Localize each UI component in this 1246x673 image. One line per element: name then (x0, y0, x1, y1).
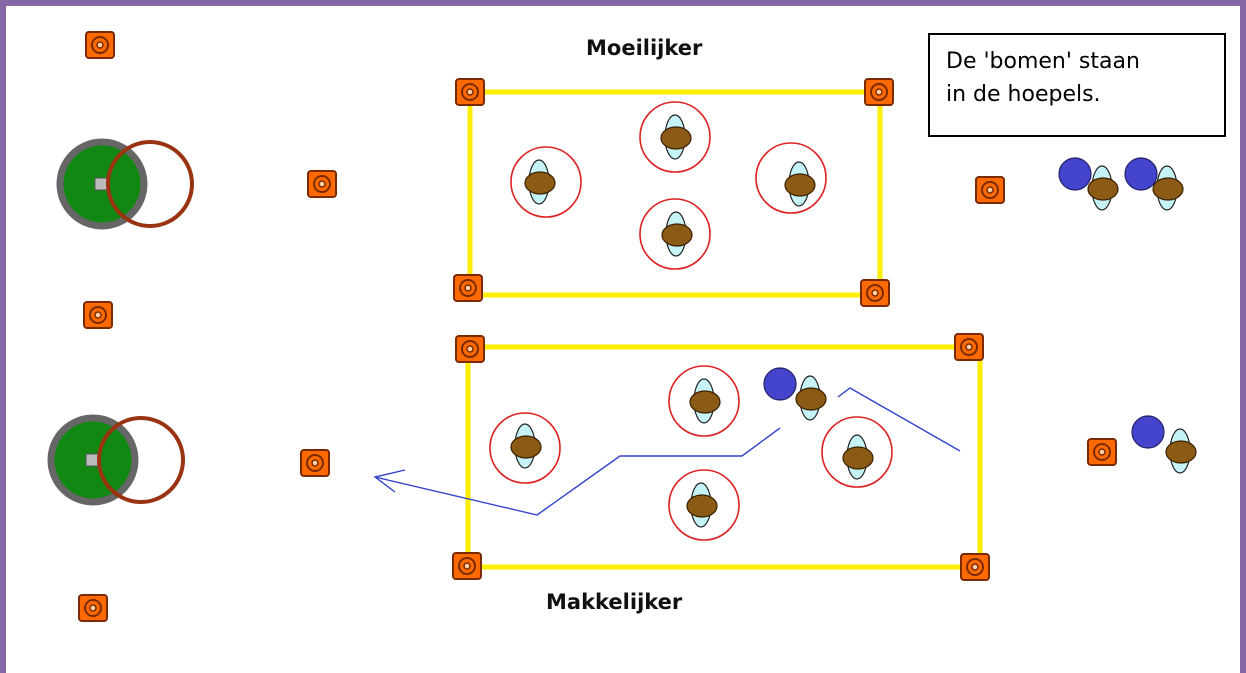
cone-marker-icon (455, 335, 485, 363)
cone-marker-icon (455, 78, 485, 106)
player-icon (763, 367, 827, 421)
note-line: De 'bomen' staan (946, 49, 1140, 74)
player-path-line (837, 387, 961, 452)
cone-marker-icon (1087, 438, 1117, 466)
field-bottom-boundary (465, 344, 983, 570)
tree-icon (661, 211, 693, 257)
cone-marker-icon (975, 176, 1005, 204)
tree-icon (524, 159, 556, 205)
cone-marker-icon (960, 553, 990, 581)
field-label-harder: Moeilijker (586, 36, 703, 60)
cone-marker-icon (864, 78, 894, 106)
tree-icon (660, 114, 692, 160)
note-line: in de hoepels. (946, 82, 1101, 107)
tree-icon (686, 482, 718, 528)
cone-marker-icon (300, 449, 330, 477)
goal-target-icon (56, 138, 194, 230)
note-box: De 'bomen' staan in de hoepels. (928, 33, 1226, 137)
cone-marker-icon (85, 31, 115, 59)
cone-marker-icon (83, 301, 113, 329)
cone-marker-icon (307, 170, 337, 198)
player-path-line (374, 427, 781, 516)
cone-marker-icon (954, 333, 984, 361)
tree-icon (510, 423, 542, 469)
cone-marker-icon (78, 594, 108, 622)
cone-marker-icon (453, 274, 483, 302)
field-top-boundary (467, 89, 883, 298)
goal-target-icon (47, 414, 185, 506)
player-icon (1124, 157, 1184, 211)
path-arrow-head (373, 469, 406, 493)
player-icon (1131, 415, 1197, 474)
field-label-easier: Makkelijker (546, 590, 683, 614)
cone-marker-icon (452, 552, 482, 580)
cone-marker-icon (860, 279, 890, 307)
tree-icon (784, 161, 816, 207)
player-icon (1058, 157, 1119, 211)
tree-icon (842, 434, 874, 480)
tree-icon (689, 378, 721, 424)
